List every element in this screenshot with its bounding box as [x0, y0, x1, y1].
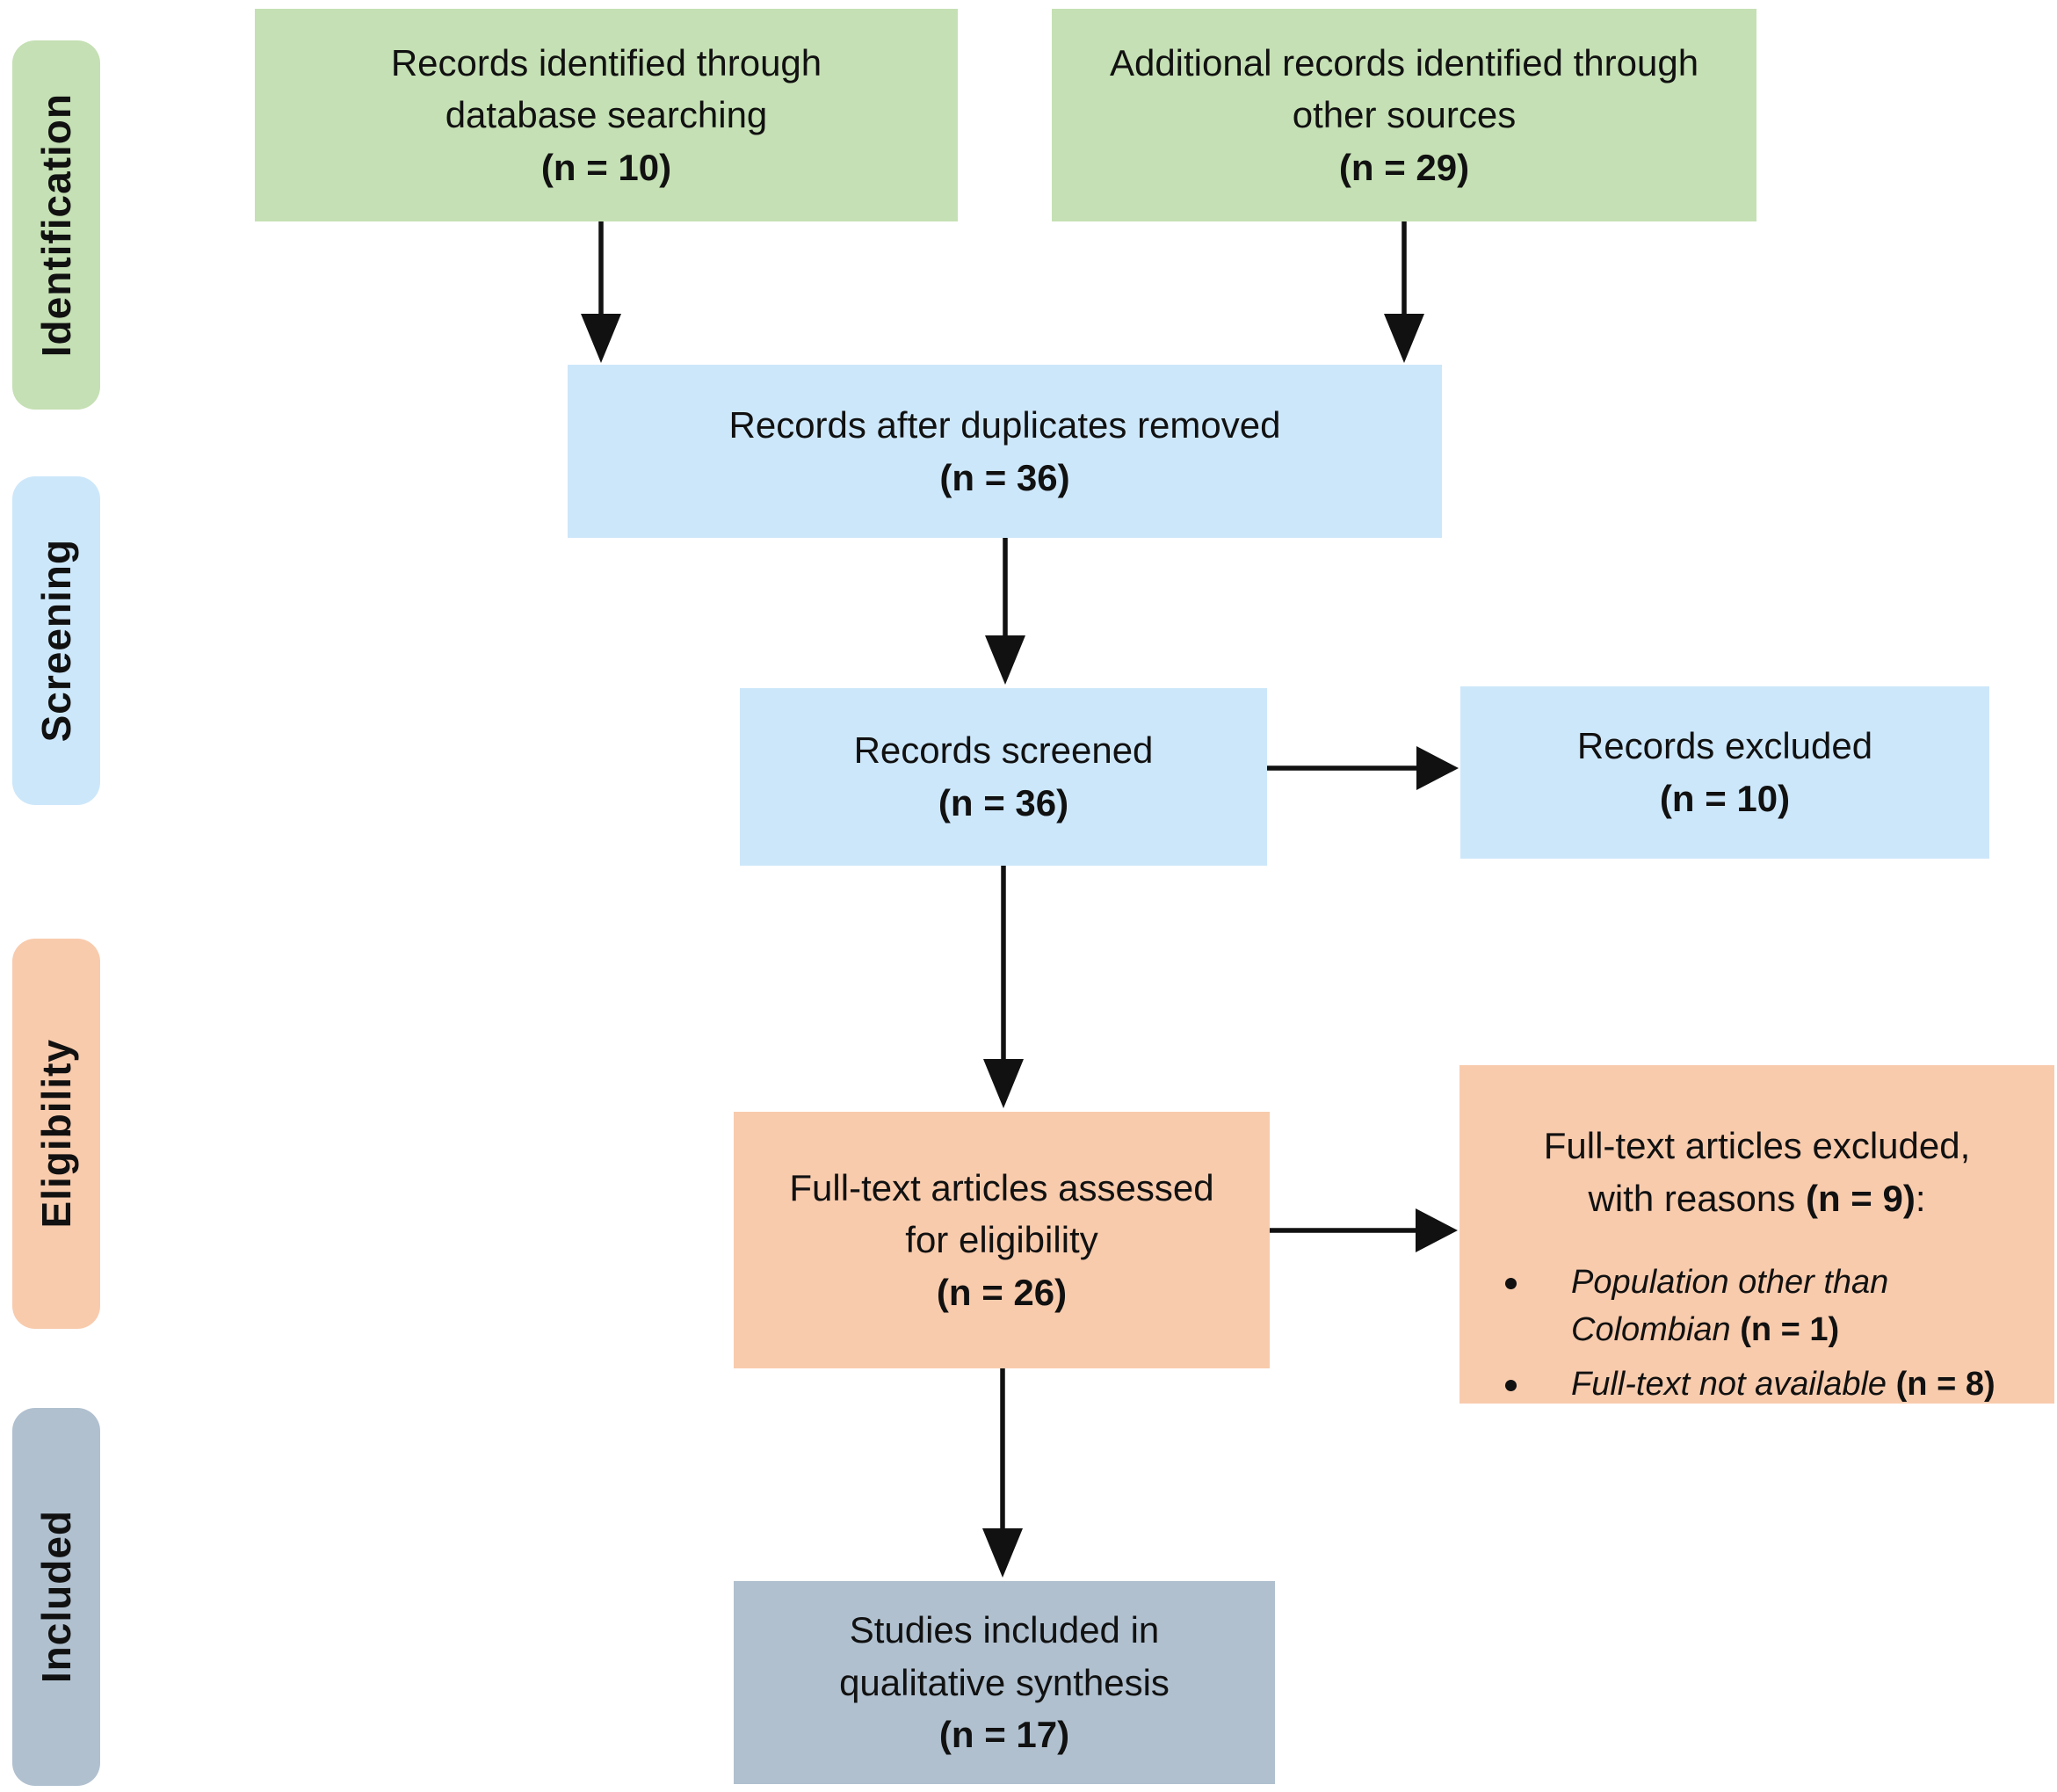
box-additional-records: Additional records identified through ot…	[1052, 9, 1756, 221]
box-text-line: database searching	[445, 94, 768, 136]
stage-label-eligibility: Eligibility	[12, 939, 100, 1329]
reason-text: Full-text not available	[1571, 1366, 1896, 1404]
box-fulltext-assessed: Full-text articles assessed for eligibil…	[734, 1112, 1270, 1368]
reason-n-label: (n = 8)	[1895, 1366, 1995, 1404]
bullet-icon	[1505, 1380, 1517, 1392]
stage-label-text: Identification	[33, 92, 79, 358]
reasons-line2-colon: :	[1915, 1177, 1926, 1219]
arrow-screened-to-fulltext	[983, 866, 1024, 1108]
bullet-icon	[1505, 1278, 1517, 1290]
box-studies-included: Studies included in qualitative synthesi…	[734, 1581, 1275, 1784]
box-n-label: (n = 36)	[938, 782, 1069, 823]
box-text-line: Studies included in	[849, 1609, 1160, 1651]
box-fulltext-excluded: Full-text articles excluded, with reason…	[1459, 1065, 2054, 1404]
box-records-identified: Records identified through database sear…	[255, 9, 958, 221]
stage-label-included: Included	[12, 1408, 100, 1786]
box-text-line: other sources	[1292, 94, 1517, 136]
stage-label-text: Eligibility	[33, 1039, 79, 1229]
box-text-line: Records identified through	[390, 41, 822, 83]
box-duplicates-removed: Records after duplicates removed (n = 36…	[568, 365, 1442, 538]
box-n-label: (n = 26)	[936, 1271, 1068, 1313]
exclusion-reason-item: Population other than Colombian (n = 1)	[1475, 1259, 2039, 1354]
exclusion-reason-item: Full-text not available (n = 8)	[1475, 1361, 2039, 1409]
box-text-line: Additional records identified through	[1109, 41, 1699, 83]
stage-label-identification: Identification	[12, 40, 100, 410]
box-text-line: with reasons (n = 9):	[1589, 1172, 1926, 1225]
box-records-screened: Records screened (n = 36)	[740, 688, 1267, 866]
exclusion-reason-list: Population other than Colombian (n = 1) …	[1475, 1259, 2039, 1416]
stage-label-text: Screening	[33, 539, 79, 743]
box-text-line: Full-text articles excluded,	[1543, 1125, 1971, 1166]
arrow-fulltext-to-included	[982, 1368, 1023, 1578]
arrow-identified-to-duplicates	[581, 221, 621, 363]
arrow-additional-to-duplicates	[1384, 221, 1424, 363]
box-n-label: (n = 17)	[938, 1714, 1070, 1756]
box-text-line: Full-text articles assessed	[789, 1166, 1214, 1208]
box-text-line: Records screened	[853, 729, 1154, 772]
box-n-label: (n = 10)	[540, 146, 672, 188]
stage-label-screening: Screening	[12, 476, 100, 805]
box-text-line: qualitative synthesis	[839, 1661, 1170, 1703]
reason-text: Population other than Colombian	[1571, 1264, 1889, 1349]
box-text-line: Records excluded	[1576, 725, 1873, 767]
box-n-label: (n = 10)	[1659, 778, 1791, 819]
box-text-line: Records after duplicates removed	[728, 403, 1281, 446]
reason-n-label: (n = 1)	[1740, 1311, 1840, 1349]
arrow-fulltext-to-excluded	[1270, 1208, 1458, 1252]
box-n-label: (n = 36)	[939, 456, 1070, 498]
arrow-duplicates-to-screened	[985, 538, 1025, 685]
box-n-label: (n = 29)	[1338, 146, 1470, 188]
reasons-line2-pre: with reasons	[1588, 1177, 1806, 1219]
box-records-excluded: Records excluded (n = 10)	[1460, 686, 1989, 859]
arrow-screened-to-excluded	[1267, 746, 1459, 790]
box-text-line: for eligibility	[905, 1219, 1098, 1261]
box-n-label: (n = 9)	[1805, 1177, 1916, 1219]
stage-label-text: Included	[33, 1510, 79, 1684]
